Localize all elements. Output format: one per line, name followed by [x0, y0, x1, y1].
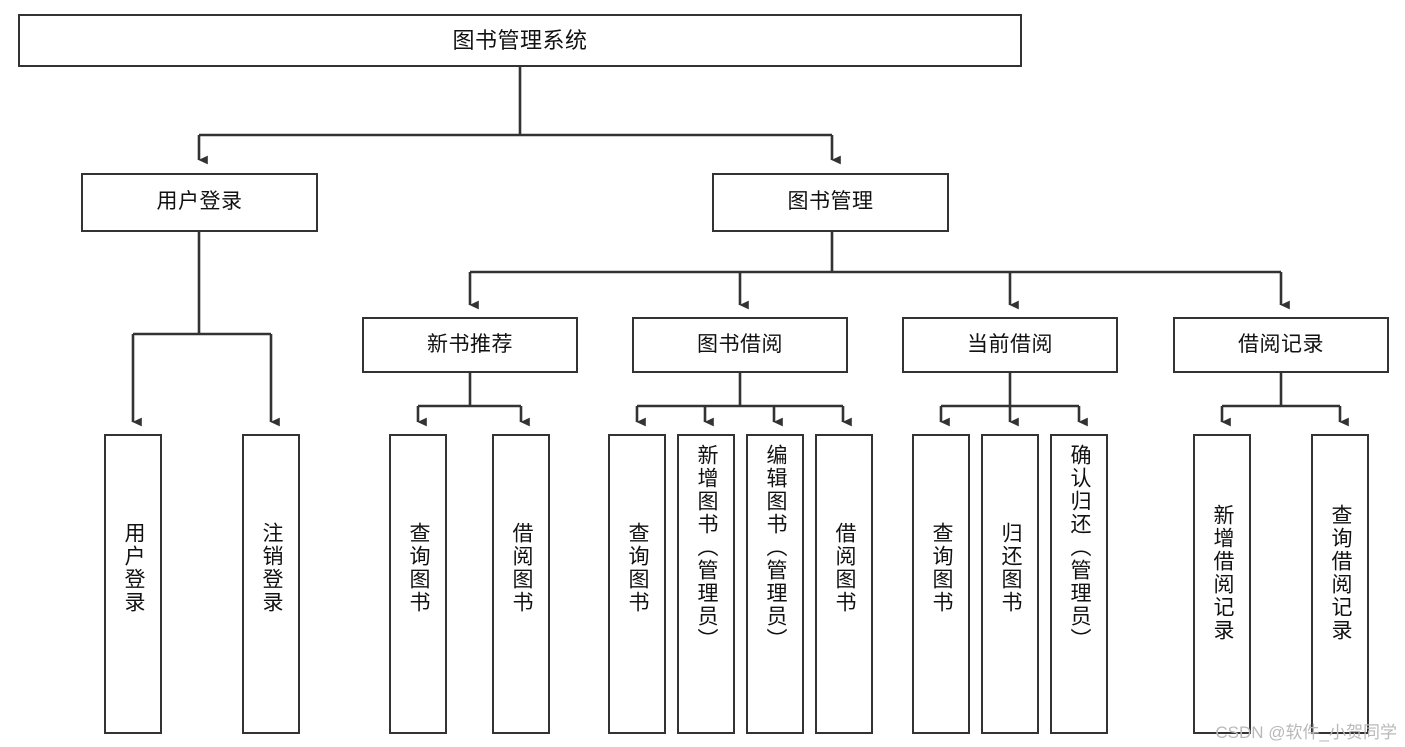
leaf-borrow-edit-book-admin[interactable]: 编辑图书（管理员）	[746, 434, 804, 734]
leaf-current-query-book[interactable]: 查询图书	[912, 434, 970, 734]
leaf-current-return-book[interactable]: 归还图书	[981, 434, 1039, 734]
leaf-current-confirm-return-admin[interactable]: 确认归还（管理员）	[1050, 434, 1108, 734]
node-book-management[interactable]: 图书管理	[712, 173, 949, 232]
leaf-borrow-add-book-admin[interactable]: 新增图书（管理员）	[677, 434, 735, 734]
node-current-borrow[interactable]: 当前借阅	[902, 317, 1118, 373]
node-label: 图书借阅	[697, 332, 783, 356]
node-root-system[interactable]: 图书管理系统	[18, 14, 1022, 67]
leaf-user-login[interactable]: 用户登录	[104, 434, 162, 734]
node-label: 新增借阅记录	[1211, 504, 1235, 642]
node-label: 借阅记录	[1238, 332, 1324, 356]
node-label: 注销登录	[260, 522, 284, 614]
node-label: 用户登录	[156, 190, 243, 214]
node-label: 图书管理	[787, 190, 874, 214]
node-label: 借阅图书	[833, 522, 857, 614]
node-label: 查询图书	[930, 522, 954, 614]
node-label: 图书管理系统	[452, 27, 588, 53]
csdn-watermark: CSDN @软件_小贺同学	[1215, 723, 1397, 742]
leaf-newbook-borrow-book[interactable]: 借阅图书	[492, 434, 550, 734]
leaf-newbook-query-book[interactable]: 查询图书	[389, 434, 447, 734]
node-label: 查询借阅记录	[1329, 504, 1353, 642]
node-label: 新书推荐	[427, 332, 513, 356]
node-label: 编辑图书（管理员）	[764, 444, 788, 651]
leaf-borrow-query-book[interactable]: 查询图书	[608, 434, 666, 734]
leaf-user-logout[interactable]: 注销登录	[242, 434, 300, 734]
node-label: 查询图书	[407, 522, 431, 614]
node-label: 新增图书（管理员）	[695, 444, 719, 651]
node-label: 确认归还（管理员）	[1068, 444, 1092, 651]
node-label: 当前借阅	[967, 332, 1053, 356]
node-borrow-record[interactable]: 借阅记录	[1173, 317, 1389, 373]
leaf-borrow-borrow-book[interactable]: 借阅图书	[815, 434, 873, 734]
node-label: 用户登录	[122, 522, 146, 614]
node-label: 查询图书	[626, 522, 650, 614]
leaf-record-add-record[interactable]: 新增借阅记录	[1193, 434, 1251, 734]
node-user-login[interactable]: 用户登录	[81, 173, 318, 232]
leaf-record-query-record[interactable]: 查询借阅记录	[1311, 434, 1369, 734]
node-label: 借阅图书	[510, 522, 534, 614]
node-label: 归还图书	[999, 522, 1023, 614]
node-book-borrow[interactable]: 图书借阅	[632, 317, 848, 373]
node-new-book-recommend[interactable]: 新书推荐	[362, 317, 578, 373]
